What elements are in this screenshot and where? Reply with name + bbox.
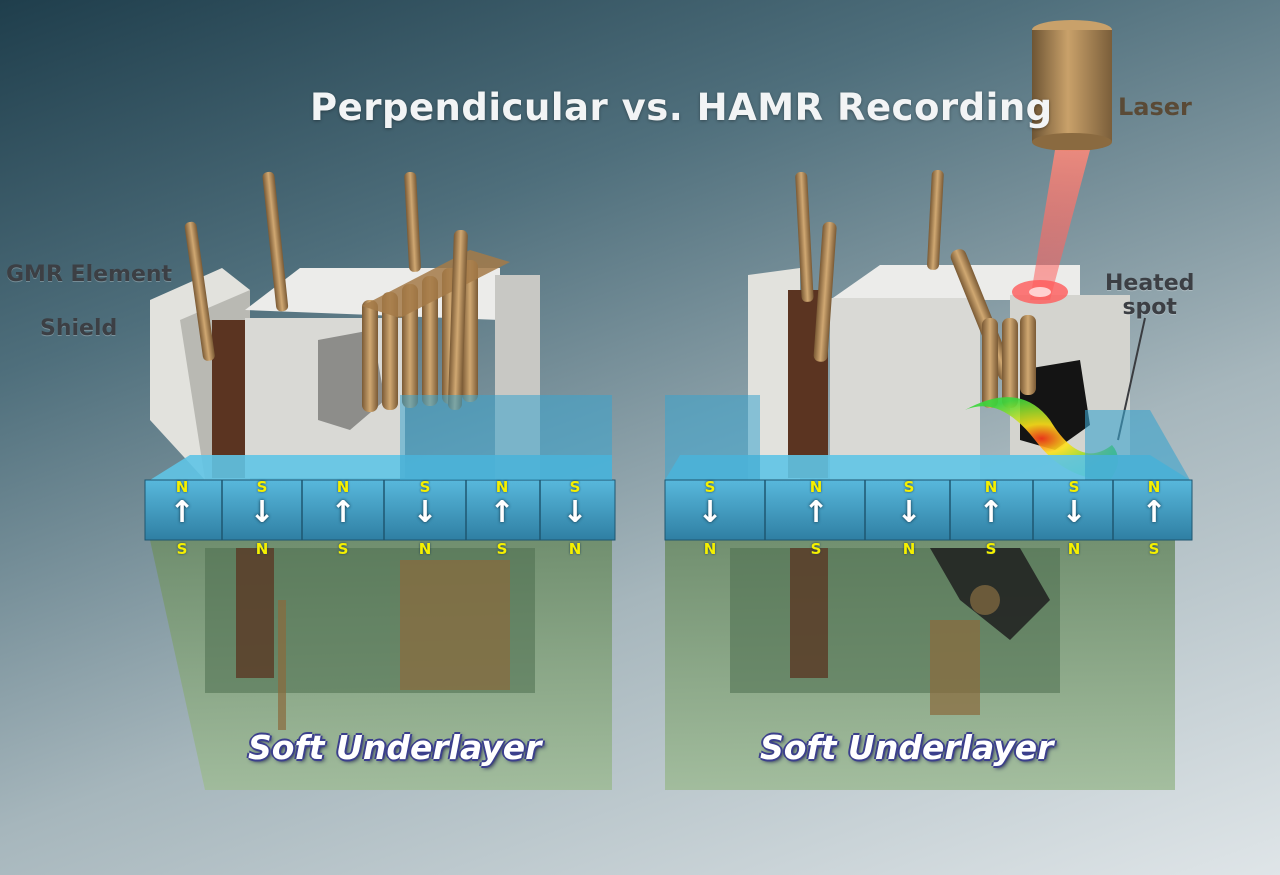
laser-source — [1032, 20, 1112, 151]
laser-focus-core — [1029, 287, 1051, 297]
left-top-pole: N — [495, 478, 509, 496]
right-top-pole: N — [1147, 478, 1161, 496]
media-dividers-right — [764, 480, 1114, 540]
right-bottom-pole: N — [902, 540, 916, 558]
gmr-element-label: GMR Element — [6, 262, 173, 287]
laser-label: Laser — [1118, 93, 1192, 121]
left-top-pole: S — [569, 478, 581, 496]
reflection-pole — [236, 548, 274, 678]
right-bottom-pole: S — [810, 540, 822, 558]
lead-wires-right — [795, 169, 1036, 408]
soft-underlayer-label-left: Soft Underlayer — [248, 728, 542, 767]
media-layer-left — [144, 479, 616, 541]
left-up-arrow-icon: ↑ — [489, 495, 515, 530]
heated-spot-label-line2: spot — [1122, 295, 1177, 320]
laser-beam — [1030, 150, 1090, 300]
left-bottom-pole: N — [418, 540, 432, 558]
right-bottom-pole: N — [703, 540, 717, 558]
heated-spot-label-line1: Heated — [1105, 271, 1195, 296]
right-bottom-pole: N — [1067, 540, 1081, 558]
right-bottom-pole: S — [985, 540, 997, 558]
shield-block-right — [748, 268, 800, 480]
right-top-pole: S — [903, 478, 915, 496]
right-top-pole: N — [984, 478, 998, 496]
reflection-wire — [278, 600, 286, 730]
hamr-assembly — [664, 20, 1193, 790]
perpendicular-assembly — [144, 171, 616, 790]
write-head-front-right — [830, 298, 980, 480]
left-bottom-pole: S — [176, 540, 188, 558]
left-bottom-pole: S — [496, 540, 508, 558]
reflection-spot-right — [970, 585, 1000, 615]
media-back-panel-right — [665, 395, 760, 480]
reflection-coil — [400, 560, 510, 690]
right-top-pole: S — [1068, 478, 1080, 496]
left-bottom-pole: N — [255, 540, 269, 558]
left-top-pole: N — [336, 478, 350, 496]
right-up-arrow-icon: ↑ — [803, 495, 829, 530]
media-top-surface-right — [665, 455, 1190, 480]
left-down-arrow-icon: ↓ — [249, 495, 275, 530]
reflection-coil-right — [930, 620, 980, 715]
left-down-arrow-icon: ↓ — [562, 495, 588, 530]
right-up-arrow-icon: ↑ — [1141, 495, 1167, 530]
heated-spot-label: Heated spot — [1105, 272, 1194, 320]
left-down-arrow-icon: ↓ — [412, 495, 438, 530]
right-top-pole: N — [809, 478, 823, 496]
shield-label: Shield — [40, 316, 118, 341]
right-down-arrow-icon: ↓ — [896, 495, 922, 530]
right-top-pole: S — [704, 478, 716, 496]
media-back-panel-right2 — [1085, 410, 1190, 480]
left-up-arrow-icon: ↑ — [330, 495, 356, 530]
soft-underlayer-label-right: Soft Underlayer — [760, 728, 1054, 767]
lead-wires-left — [184, 171, 468, 410]
right-down-arrow-icon: ↓ — [1061, 495, 1087, 530]
left-bottom-pole: N — [568, 540, 582, 558]
reflection-pole-right — [790, 548, 828, 678]
media-back-panel — [400, 395, 612, 480]
left-up-arrow-icon: ↑ — [169, 495, 195, 530]
left-top-pole: N — [175, 478, 189, 496]
right-down-arrow-icon: ↓ — [697, 495, 723, 530]
left-top-pole: S — [256, 478, 268, 496]
gmr-element — [212, 320, 250, 478]
left-bottom-pole: S — [337, 540, 349, 558]
left-top-pole: S — [419, 478, 431, 496]
right-up-arrow-icon: ↑ — [978, 495, 1004, 530]
media-dividers-left — [221, 480, 541, 540]
media-layer-right — [664, 479, 1193, 541]
right-bottom-pole: S — [1148, 540, 1160, 558]
diagram-title: Perpendicular vs. HAMR Recording — [310, 86, 1053, 129]
